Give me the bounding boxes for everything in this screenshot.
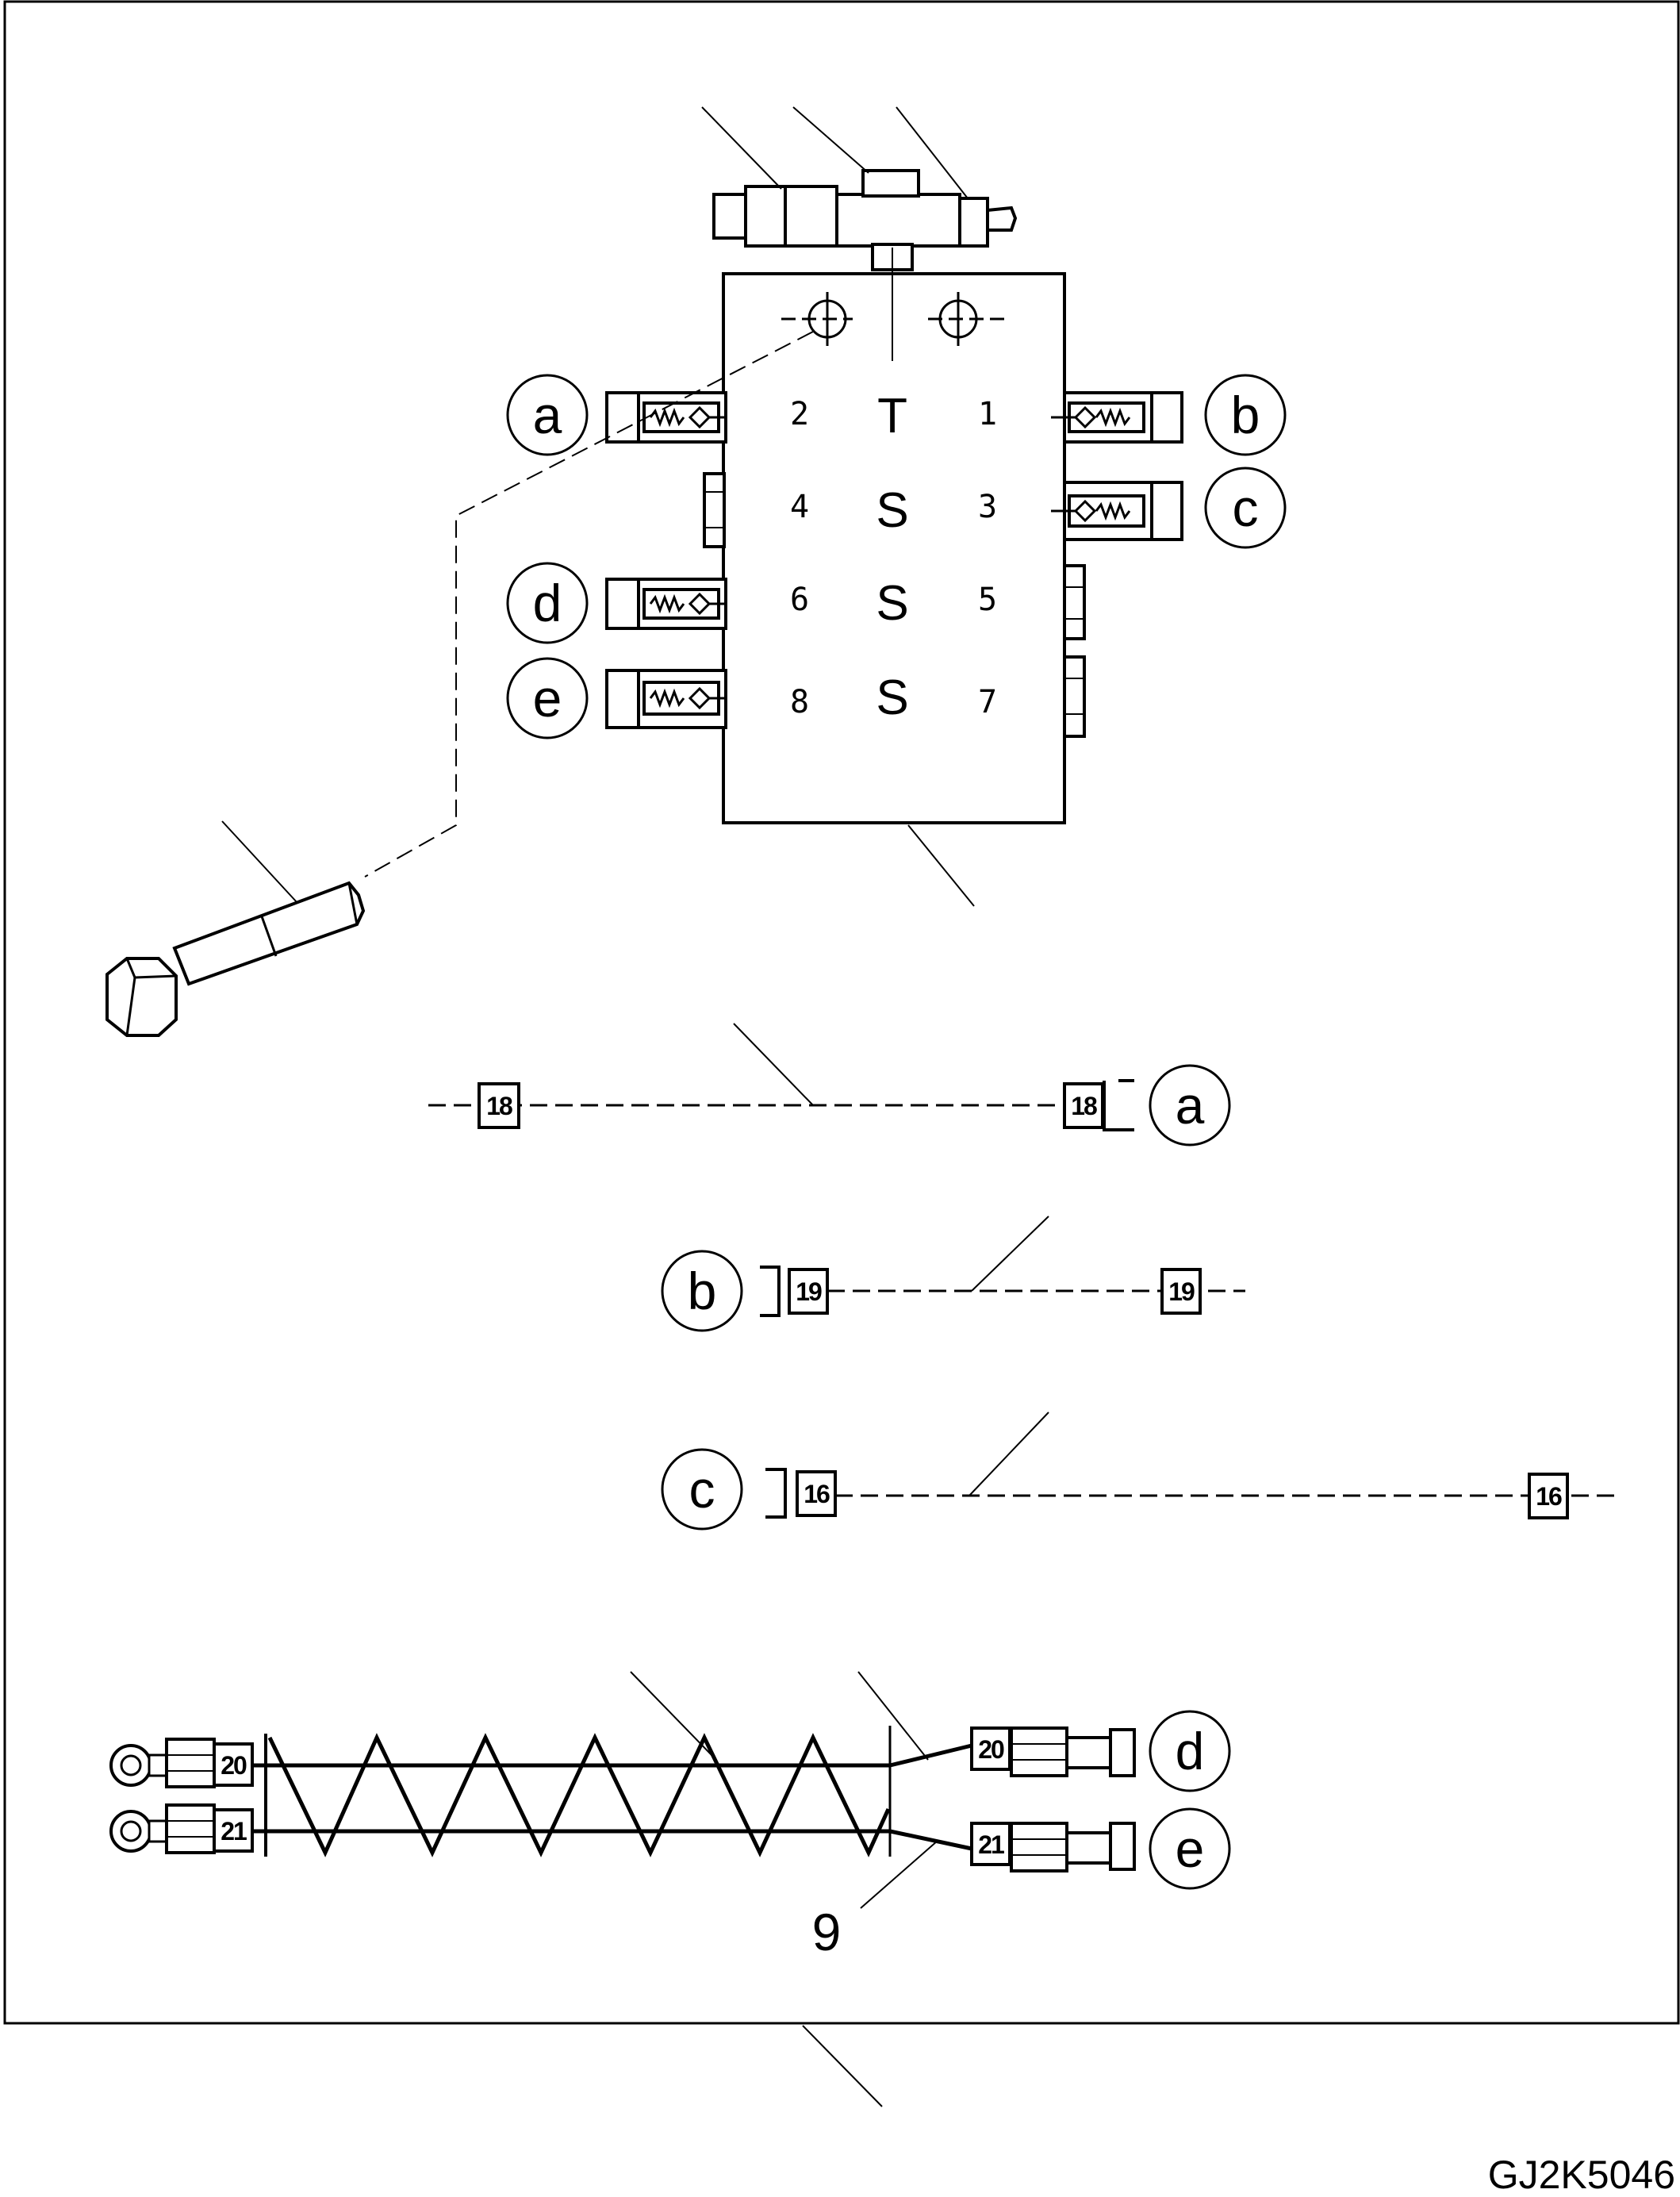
top-fitting-assembly [712,169,1018,271]
outer-frame [3,0,1680,2025]
port-3-label: 3 [978,489,997,525]
port-2-label: 2 [790,396,809,432]
port-s2-label: S [876,576,908,631]
hose-a: 18 18 [428,1023,1134,1131]
hose-a-tag-left: 18 [486,1092,512,1120]
svg-text:a: a [1176,1076,1205,1135]
hose-c-tag-left: 16 [804,1480,830,1508]
svg-text:b: b [1231,386,1260,444]
port-8-label: 8 [790,684,809,720]
port-t-label: T [877,389,907,444]
bolt-dashed-line [364,331,814,878]
callout-c-hose: c [661,1448,743,1531]
mounting-hole-right [928,292,1007,346]
port-7-label: 7 [978,684,997,720]
svg-text:d: d [1176,1722,1205,1780]
item-number-9: 9 [812,1903,842,1961]
check-valve-e [605,669,727,729]
callout-b-top: b [1204,374,1287,456]
svg-text:e: e [533,669,562,728]
harness-assembly: 20 21 20 21 [109,1671,1136,1909]
plug-port-4 [703,472,726,548]
hose-a-tag-right: 18 [1071,1092,1097,1120]
port-5-label: 5 [978,582,997,618]
mounting-hole-left [781,292,853,346]
hose-b: 19 19 [760,1216,1245,1317]
port-4-label: 4 [790,489,809,525]
mounting-bolt [105,881,366,1037]
leader-lines-top [701,106,968,199]
callout-d-top: d [506,562,589,644]
port-6-label: 6 [790,582,809,618]
leader-bolt [221,820,298,904]
check-valve-a [605,391,727,444]
hose-c: 16 16 [765,1412,1618,1519]
check-valve-d [605,578,727,630]
callout-d-harness: d [1149,1710,1231,1792]
callout-a-top: a [506,374,589,456]
figure-code: GJ2K5046 [1488,2153,1675,2197]
callout-b-hose: b [661,1250,743,1332]
svg-text:b: b [688,1262,717,1320]
harness-d-tag-left: 20 [221,1751,247,1780]
harness-e-tag-left: 21 [221,1817,247,1846]
harness-e-tag-right: 21 [978,1830,1004,1859]
svg-text:e: e [1176,1819,1205,1878]
harness-d-tag-right: 20 [978,1735,1004,1764]
callout-a-hose: a [1149,1064,1231,1147]
hose-c-tag-right: 16 [1536,1482,1562,1511]
plug-port-7 [1063,655,1086,738]
plug-port-5 [1063,564,1086,640]
svg-text:c: c [1233,478,1259,537]
port-s1-label: S [876,483,908,538]
callout-c-top: c [1204,467,1287,549]
port-s3-label: S [876,670,908,725]
svg-text:c: c [689,1460,715,1519]
callout-e-top: e [506,657,589,739]
svg-text:a: a [533,386,562,444]
callout-e-harness: e [1149,1807,1231,1890]
port-1-label: 1 [978,396,997,432]
hose-b-tag-right: 19 [1168,1277,1195,1306]
leader-block [907,824,975,907]
leader-frame [802,2025,883,2107]
check-valve-c [1051,481,1183,541]
valve-block-body [722,272,1066,824]
svg-text:d: d [533,574,562,632]
hose-b-tag-left: 19 [796,1277,822,1306]
check-valve-b [1051,391,1183,444]
